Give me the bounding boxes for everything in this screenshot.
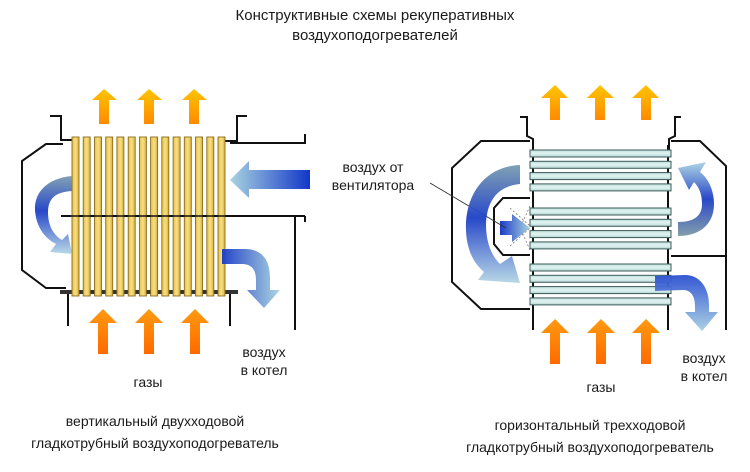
gas-arrow-icon [181, 309, 209, 354]
left-heater [21, 115, 306, 330]
air-from-fan-line-1: воздух от [342, 159, 404, 175]
left-air-to-boiler-line-2: в котел [240, 362, 288, 378]
right-caption: горизонтальный трехходовой гладкотрубный… [430, 416, 750, 456]
air-from-fan-line-2: вентилятора [331, 177, 415, 193]
right-gases-label: газы [586, 379, 616, 395]
gas-arrow-icon [137, 89, 162, 124]
right-air-turn-arrow-right-icon [678, 162, 714, 236]
horizontal-tube [529, 297, 672, 306]
right-tube-bank [529, 149, 672, 306]
horizontal-tube [529, 207, 672, 216]
horizontal-tube [529, 183, 672, 192]
right-heater [451, 116, 727, 330]
horizontal-tube [529, 286, 672, 295]
right-air-to-boiler-line-2: в котел [680, 368, 728, 384]
horizontal-tube [529, 160, 672, 169]
horizontal-tube [529, 263, 672, 272]
left-gas-out-arrows [92, 89, 207, 124]
horizontal-tube [529, 230, 672, 239]
gas-arrow-icon [89, 309, 117, 354]
left-bottom-plate [60, 290, 238, 294]
gas-arrow-icon [92, 89, 117, 124]
right-inlet-box [493, 197, 530, 256]
diagram-title: Конструктивные схемы рекуперативных возд… [0, 6, 750, 46]
right-caption-line-1: горизонтальный трехходовой [494, 417, 686, 433]
horizontal-tube [529, 241, 672, 250]
gas-arrow-icon [632, 85, 659, 120]
gas-arrow-icon [182, 89, 207, 124]
left-caption-line-2: гладкотрубный воздухоподогреватель [31, 435, 279, 451]
right-top-flange-right [668, 116, 681, 150]
left-top-flange-right [225, 115, 247, 142]
gas-arrow-icon [135, 309, 163, 354]
horizontal-tube [529, 274, 672, 283]
left-caption-line-1: вертикальный двухходовой [65, 413, 245, 429]
air-from-fan-label: воздух от вентилятора [318, 158, 428, 194]
left-air-to-boiler-label: воздух в котел [228, 343, 300, 379]
title-line-1: Конструктивные схемы рекуперативных [235, 7, 515, 24]
title-line-2: воздухоподогревателей [292, 27, 458, 44]
gas-arrow-icon [632, 319, 660, 364]
left-air-in-arrow-icon [230, 161, 310, 198]
right-air-to-boiler-line-1: воздух [682, 350, 726, 366]
right-caption-line-2: гладкотрубный воздухоподогреватель [466, 439, 714, 455]
left-top-flange-left [50, 115, 72, 141]
gas-arrow-icon [587, 319, 615, 364]
left-gas-in-arrows [89, 309, 209, 354]
right-gas-in-arrows [541, 319, 660, 364]
left-gases-label: газы [133, 374, 163, 390]
right-air-in-arrow-icon [500, 214, 530, 242]
right-housing-right [671, 140, 727, 330]
left-caption: вертикальный двухходовой гладкотрубный в… [0, 412, 310, 452]
horizontal-tube [529, 149, 672, 158]
left-air-turn-arrow-icon [34, 176, 72, 254]
gas-arrow-icon [541, 85, 568, 120]
right-top-flange-left [520, 116, 534, 150]
left-top-right-duct [230, 134, 306, 144]
horizontal-tube [529, 218, 672, 227]
gas-arrow-icon [541, 319, 569, 364]
left-housing-outline [21, 143, 66, 289]
horizontal-tube [529, 172, 672, 181]
fan-label-leader-line [429, 182, 507, 229]
right-air-to-boiler-label: воздух в котел [668, 349, 740, 385]
gas-arrow-icon [587, 85, 614, 120]
left-air-to-boiler-line-1: воздух [242, 344, 286, 360]
right-air-out-arrow-icon [655, 275, 718, 331]
right-gas-out-arrows [541, 85, 659, 120]
right-housing-left [451, 140, 530, 310]
right-air-turn-arrow-left-icon [465, 165, 520, 283]
left-air-out-arrow-icon [222, 249, 280, 308]
